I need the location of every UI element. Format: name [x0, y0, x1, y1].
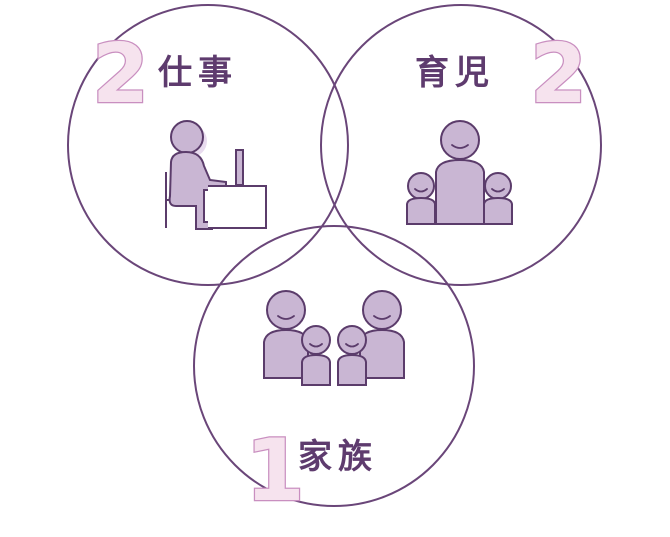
- person-at-desk-icon: [165, 120, 267, 230]
- work-label: 仕事: [158, 53, 238, 93]
- family-circle: [193, 225, 475, 507]
- childcare-label: 育児: [415, 53, 495, 93]
- family-icon: [263, 290, 405, 386]
- family-label: 家族: [298, 437, 378, 477]
- childcare-circle: [320, 4, 602, 286]
- childcare-number: 2: [530, 27, 587, 122]
- family-number: 1: [245, 421, 305, 521]
- work-circle: [67, 4, 349, 286]
- work-number: 2: [92, 27, 149, 122]
- adult-with-children-icon: [406, 120, 513, 225]
